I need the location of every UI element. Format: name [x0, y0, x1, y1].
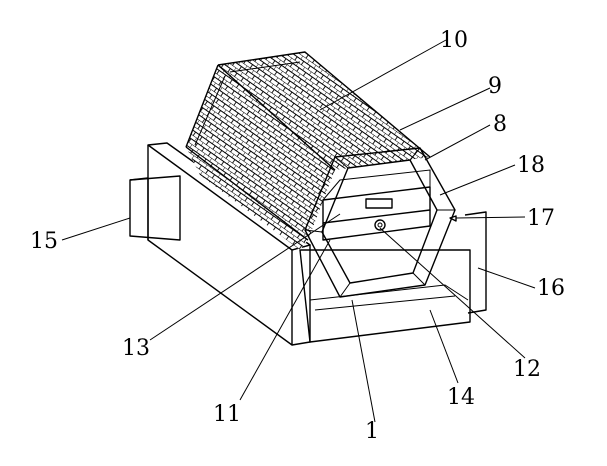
label-16: 16: [537, 276, 565, 301]
hex-end-frame: [304, 147, 456, 298]
drawer: [322, 169, 431, 241]
label-12: 12: [513, 357, 541, 382]
label-18: 18: [517, 153, 545, 178]
label-1: 1: [365, 419, 379, 444]
label-11: 11: [213, 402, 241, 427]
reference-labels: 10 9 8 18 17 16 12 14 1 11 13 15: [30, 28, 565, 444]
label-14: 14: [447, 385, 475, 410]
label-15: 15: [30, 229, 58, 254]
mesh-drum: [185, 51, 431, 250]
pin: [449, 215, 457, 222]
label-13: 13: [122, 336, 150, 361]
label-10: 10: [440, 28, 468, 53]
label-9: 9: [488, 74, 502, 99]
label-8: 8: [493, 112, 507, 137]
label-17: 17: [527, 206, 555, 231]
left-block: [129, 175, 181, 241]
leader-lines: [61, 39, 536, 423]
knob: [374, 219, 386, 231]
